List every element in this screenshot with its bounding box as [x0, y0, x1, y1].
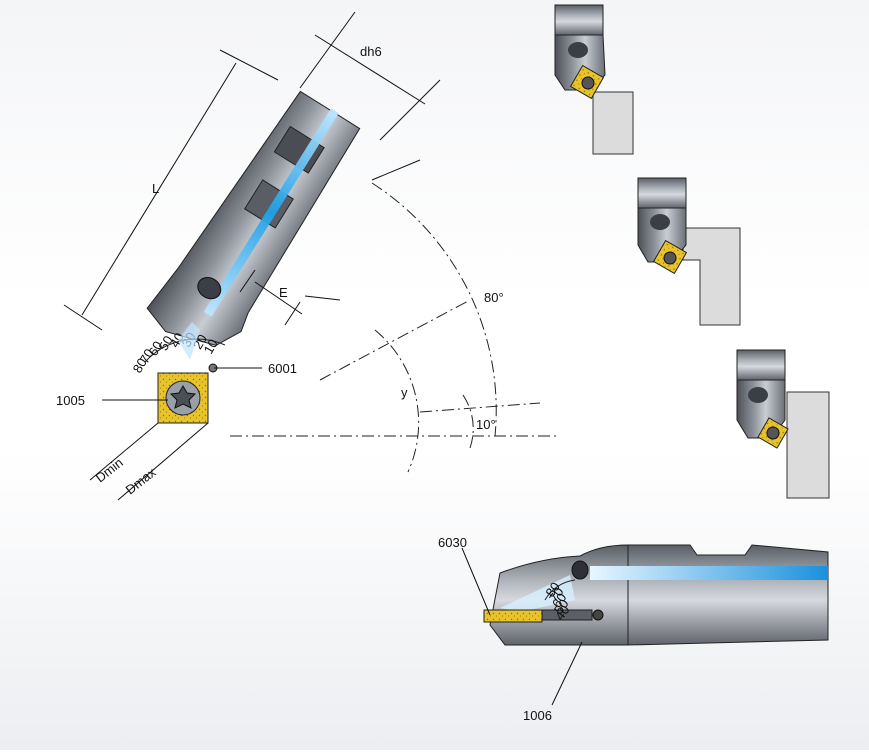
shank-1 — [554, 4, 604, 36]
side-shank — [627, 544, 829, 646]
scale-tick-label: 80 — [542, 579, 563, 599]
label-angle-y: y — [401, 385, 408, 400]
main-angle-scale: 8070605040302010 — [130, 330, 226, 376]
small-view-1 — [554, 4, 634, 155]
workpiece-3 — [786, 391, 830, 499]
scale-tick-label: 50 — [551, 596, 572, 616]
label-dmin: Dmin — [93, 455, 126, 486]
label-L: L — [152, 181, 159, 196]
coolant-outlet-icon — [197, 276, 222, 300]
angle-construction — [230, 159, 560, 473]
label-1005: 1005 — [56, 393, 85, 408]
scale-tick-label: 50 — [156, 333, 176, 353]
shank-flat-upper — [273, 125, 325, 174]
side-coolant-spray — [500, 575, 575, 612]
label-6001: 6001 — [268, 361, 297, 376]
label-E: E — [279, 285, 288, 300]
scale-tick-label: 60 — [549, 590, 570, 610]
coolant-channel — [203, 108, 339, 317]
label-dh6: dh6 — [360, 44, 382, 59]
scale-tick-label: 40 — [552, 603, 573, 623]
insert-6030 — [483, 609, 543, 623]
label-1006: 1006 — [523, 708, 552, 723]
label-angle-10: 10° — [476, 417, 496, 432]
tool-shank — [146, 90, 361, 346]
shank-2 — [637, 177, 687, 209]
scale-tick-label: 70 — [137, 346, 157, 366]
label-6030: 6030 — [438, 535, 467, 550]
side-coolant-channel — [590, 566, 828, 580]
workpiece-2 — [682, 227, 741, 326]
torx-icon — [169, 384, 197, 409]
small-view-3 — [736, 349, 830, 499]
scale-tick-label: 80 — [130, 355, 150, 375]
scale-tick-label: 60 — [145, 338, 165, 358]
shank-3 — [736, 349, 786, 381]
scale-tick-label: 70 — [546, 584, 567, 604]
side-coolant-outlet-icon — [571, 560, 589, 580]
scale-tick-label: 10 — [201, 336, 221, 356]
coolant-spray — [178, 322, 200, 360]
workpiece-1 — [592, 91, 634, 155]
small-view-2 — [637, 177, 741, 326]
insert-1005 — [157, 363, 218, 424]
main-boring-tool — [146, 90, 361, 346]
dimension-lines — [63, 11, 441, 501]
label-angle-80: 80° — [484, 290, 504, 305]
